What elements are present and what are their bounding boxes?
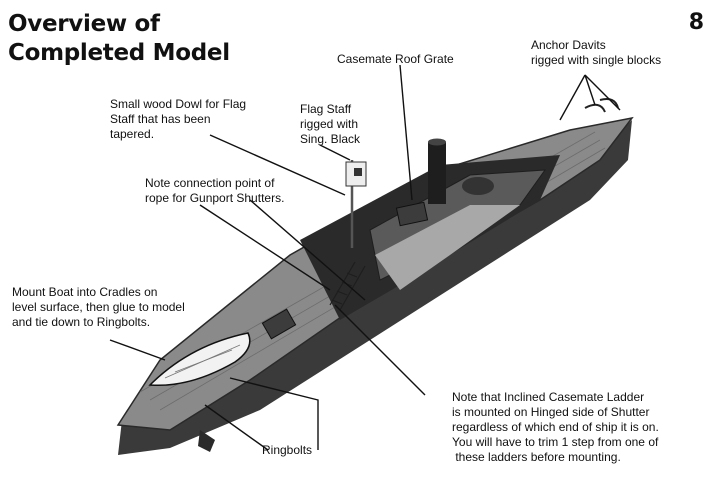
page-title-line-2: Completed Model: [8, 40, 230, 66]
callout-casemate-roof-grate: Casemate Roof Grate: [337, 52, 454, 66]
callout-anchor-davits: Anchor Davits rigged with single blocks: [531, 38, 662, 67]
callout-wood-dowl: Small wood Dowl for Flag Staff that has …: [110, 97, 247, 141]
smokestack: [428, 142, 446, 204]
rudder: [198, 430, 215, 452]
ship-boat: [148, 332, 251, 387]
roof-grate: [395, 201, 429, 227]
callout-mount-boat: Mount Boat into Cradles on level surface…: [12, 285, 185, 329]
anchor-davits: [584, 98, 619, 113]
page-title-line-1: Overview of: [8, 11, 160, 37]
callout-flag-staff: Flag Staff rigged with Sing. Black: [300, 102, 361, 146]
page-number: 8: [688, 10, 704, 35]
callout-ringbolts: Ringbolts: [262, 443, 313, 457]
pilot-house: [462, 177, 494, 195]
deck-hatch: [261, 308, 297, 340]
callout-gunport-shutters: Note connection point of rope for Gunpor…: [145, 176, 285, 205]
callout-casemate-ladder: Note that Inclined Casemate Ladder is mo…: [452, 390, 659, 464]
leader-lines: [109, 64, 621, 451]
page-title: Overview of Completed Model: [8, 10, 230, 68]
casemate-interior: [375, 205, 520, 290]
